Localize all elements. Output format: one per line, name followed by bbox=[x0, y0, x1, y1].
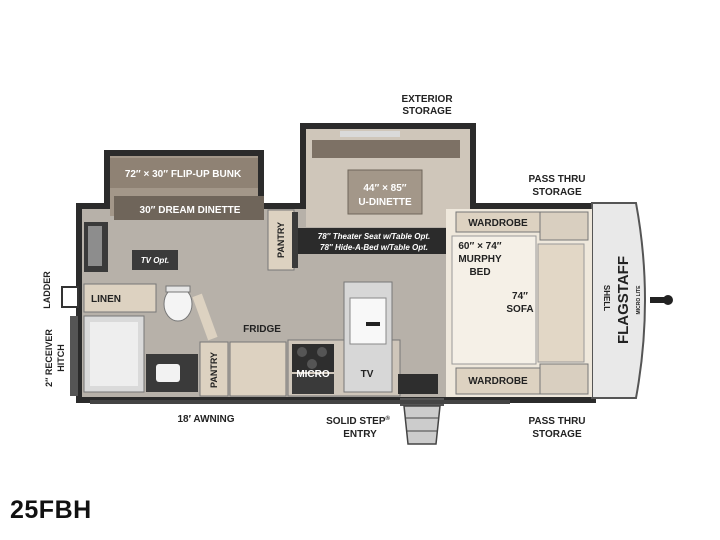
sofa-label: SOFA bbox=[506, 304, 533, 315]
ladder-label: LADDER bbox=[42, 271, 52, 309]
wardrobe-bottom-label: WARDROBE bbox=[468, 376, 528, 387]
bunk-label: 72″ × 30″ FLIP-UP BUNK bbox=[125, 169, 242, 180]
flip-up-bunk bbox=[110, 158, 258, 188]
udinette-label: U-DINETTE bbox=[358, 197, 412, 208]
tv-opt-label: TV Opt. bbox=[141, 256, 169, 265]
entry-label-text: SOLID STEP bbox=[326, 416, 386, 427]
pass-thru-top-label-1: PASS THRU bbox=[528, 174, 585, 185]
theater-seat-label: 78″ Theater Seat w/Table Opt. bbox=[318, 232, 430, 241]
burner-1 bbox=[297, 347, 307, 357]
toilet-tank bbox=[165, 285, 191, 293]
faucet bbox=[366, 322, 380, 326]
dream-dinette-seat bbox=[114, 196, 264, 220]
pantry-top-label: PANTRY bbox=[276, 222, 286, 258]
stove-hood bbox=[398, 374, 438, 394]
dream-dinette-label: 30″ DREAM DINETTE bbox=[140, 205, 241, 216]
wardrobe-bottom bbox=[455, 367, 541, 395]
sofa-size-label: 74″ bbox=[512, 291, 528, 302]
pantry-top bbox=[267, 209, 295, 271]
shower-pan bbox=[90, 322, 138, 386]
exterior-storage-label-1: EXTERIOR bbox=[401, 94, 453, 105]
linen-cabinet bbox=[83, 283, 157, 313]
rear-bumper bbox=[70, 316, 78, 396]
exterior-storage-label-2: STORAGE bbox=[402, 106, 452, 117]
pantry-accent bbox=[292, 212, 298, 268]
brand-logo: FLAGSTAFF bbox=[615, 256, 632, 344]
pass-thru-bottom-label-2: STORAGE bbox=[532, 429, 582, 440]
receiver-label-2: HITCH bbox=[56, 344, 66, 372]
pantry-bottom bbox=[199, 341, 229, 397]
udinette-table bbox=[347, 169, 423, 215]
pantry-bottom-label: PANTRY bbox=[209, 352, 219, 388]
burner-2 bbox=[317, 347, 327, 357]
island-sink bbox=[349, 297, 387, 345]
linen-label: LINEN bbox=[91, 294, 121, 305]
brand-sub-logo: MICRO LITE bbox=[636, 285, 642, 315]
udinette-size-label: 44″ × 85″ bbox=[363, 183, 406, 194]
entry-label-1: SOLID STEP® bbox=[326, 415, 390, 427]
model-name: 25FBH bbox=[10, 496, 92, 524]
awning-label: 18′ AWNING bbox=[177, 414, 234, 425]
receiver-label-1: 2″ RECEIVER bbox=[44, 329, 54, 387]
bath-door bbox=[192, 293, 218, 341]
hitch-ball bbox=[663, 295, 673, 305]
hide-a-bed-label: 78″ Hide-A-Bed w/Table Opt. bbox=[320, 243, 428, 252]
front-storage-bottom bbox=[539, 363, 589, 395]
murphy-size-label: 60″ × 74″ bbox=[458, 241, 501, 252]
murphy-bed bbox=[451, 235, 537, 365]
micro-label: MICRO bbox=[296, 369, 330, 380]
murphy-label-2: BED bbox=[469, 267, 490, 278]
murphy-label-1: MURPHY bbox=[458, 254, 502, 265]
entry-label-2: ENTRY bbox=[343, 429, 377, 440]
solid-step-entry bbox=[403, 405, 441, 445]
awning-rail bbox=[90, 400, 510, 404]
fridge bbox=[229, 341, 287, 397]
rear-window bbox=[88, 226, 102, 266]
front-cap bbox=[591, 202, 646, 399]
fridge-label: FRIDGE bbox=[243, 324, 281, 335]
tv-shelf bbox=[132, 250, 178, 270]
tv-label: TV bbox=[361, 369, 374, 380]
shell-logo: SHELL bbox=[602, 285, 611, 311]
front-storage-top bbox=[539, 211, 589, 241]
pass-thru-bottom-label-1: PASS THRU bbox=[528, 416, 585, 427]
ladder-mount bbox=[61, 286, 79, 308]
exterior-storage-window bbox=[340, 131, 400, 137]
theater-seat bbox=[298, 228, 450, 254]
microwave bbox=[292, 374, 334, 394]
udinette-back bbox=[312, 140, 460, 158]
bath-sink bbox=[156, 364, 180, 382]
sofa bbox=[537, 243, 585, 363]
wardrobe-top-label: WARDROBE bbox=[468, 218, 528, 229]
pass-thru-top-label-2: STORAGE bbox=[532, 187, 582, 198]
registered-mark: ® bbox=[386, 415, 391, 422]
burner-3 bbox=[307, 359, 317, 369]
